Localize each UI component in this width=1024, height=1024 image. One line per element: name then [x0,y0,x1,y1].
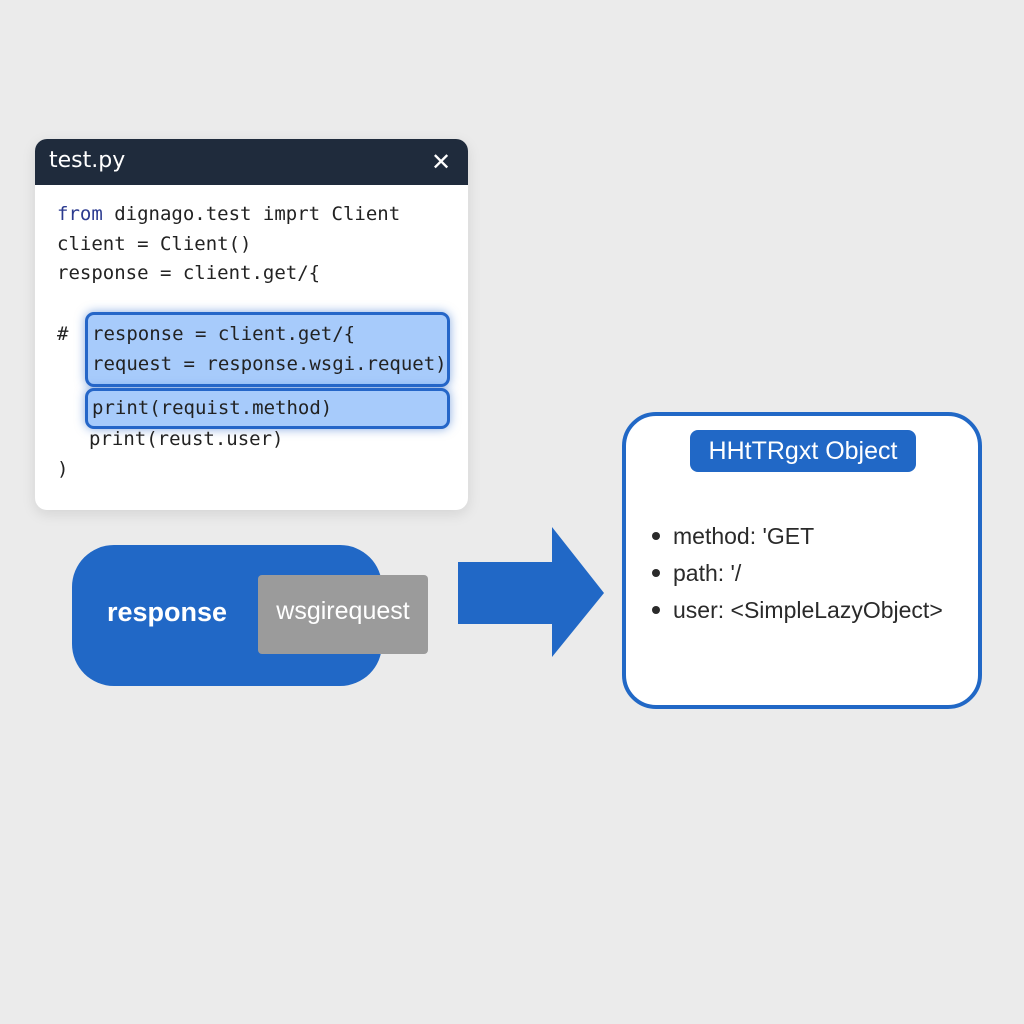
keyword-from: from [57,203,103,225]
attribute-text: path: '/ [673,560,742,586]
close-icon[interactable]: ✕ [430,148,452,176]
highlight-block-2: print(requist.method) [85,388,450,429]
window-title: test.py [49,148,126,173]
attribute-list: method: 'GET path: '/ user: <SimpleLazyO… [652,523,943,634]
bullet-icon [652,605,660,614]
response-label: response [107,597,228,627]
comment-marker: # [57,323,69,345]
wsgirequest-label: wsgirequest [276,597,410,625]
code-line-3: response = client.get/{ [57,262,321,284]
code-window: test.py ✕ from dignago.test imprt Client… [35,139,468,510]
code-line-closing: ) [57,458,69,480]
highlight-block-1: response = client.get/{ request = respon… [85,312,450,387]
attribute-text: user: <SimpleLazyObject> [673,597,943,623]
window-titlebar: test.py ✕ [35,139,468,185]
highlight-line-response: response = client.get/{ [92,323,356,345]
flow-arrow-icon [458,527,604,657]
attribute-user: user: <SimpleLazyObject> [652,597,943,634]
bullet-icon [652,568,660,577]
attribute-path: path: '/ [652,560,943,597]
code-line-2: client = Client() [57,233,252,255]
attribute-method: method: 'GET [652,523,943,560]
highlight-line-print-method: print(requist.method) [92,397,333,419]
http-request-object-card: HHtTRgxt Object method: 'GET path: '/ us… [622,412,982,709]
attribute-text: method: 'GET [673,523,815,549]
object-title-badge: HHtTRgxt Object [690,430,916,472]
wsgirequest-node: wsgirequest [258,575,428,654]
import-text: dignago.test imprt Client [102,203,401,225]
code-line-print-user: print(reust.user) [89,428,284,450]
code-line-1: from dignago.test imprt Client [57,202,400,226]
highlight-line-request: request = response.wsgi.requet) [92,353,447,375]
bullet-icon [652,531,660,540]
